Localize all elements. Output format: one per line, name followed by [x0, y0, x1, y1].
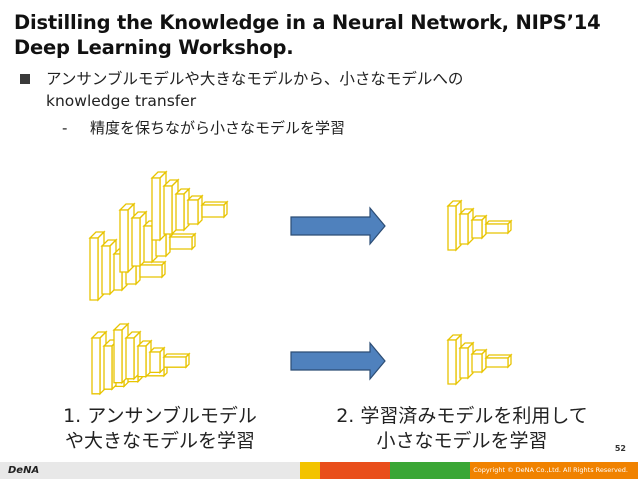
network-layer-block: [458, 207, 475, 246]
caption-step-2-line-1: 2. 学習済みモデルを利用して: [336, 405, 588, 427]
caption-step-1-line-2: や大きなモデルを学習: [64, 430, 255, 452]
caption-step-1: 1. アンサンブルモデル や大きなモデルを学習: [40, 404, 280, 454]
footer-bar-segment: [320, 462, 390, 479]
network-layers: [88, 170, 513, 396]
network-layer-block: [174, 187, 191, 232]
network-layer-block: [458, 341, 475, 380]
caption-step-2: 2. 学習済みモデルを利用して 小さなモデルを学習: [312, 404, 612, 454]
footer-bar-segment: [390, 462, 470, 479]
right-arrow-icon: [290, 206, 386, 246]
network-layer-block: [470, 214, 488, 240]
right-arrow-icon: [290, 341, 386, 381]
network-layer-block: [484, 353, 513, 369]
network-layer-block: [130, 210, 148, 268]
network-layer-block: [136, 339, 153, 379]
network-layer-block: [148, 346, 166, 374]
sub-bullet-dash: -: [62, 119, 68, 137]
network-layer-block: [200, 200, 229, 219]
sub-bullet-text: 精度を保ちながら小さなモデルを学習: [90, 119, 346, 137]
copyright-text: Copyright © DeNA Co.,Ltd. All Rights Res…: [473, 466, 628, 474]
network-layer-block: [162, 352, 191, 369]
bullet-text-line-1: アンサンブルモデルや大きなモデルから、小さなモデルへの: [46, 70, 464, 88]
network-layer-block: [186, 194, 204, 226]
slide-title: Distilling the Knowledge in a Neural Net…: [14, 10, 624, 60]
footer-bar: [0, 462, 638, 479]
network-layer-block: [100, 238, 118, 296]
bullet-text: アンサンブルモデルや大きなモデルから、小さなモデルへの knowledge tr…: [46, 68, 606, 112]
network-layer-block: [150, 170, 168, 242]
footer-bar-segment: [470, 462, 638, 479]
slide-title-line-1: Distilling the Knowledge in a Neural Net…: [14, 11, 601, 34]
square-bullet-icon: [20, 74, 30, 84]
slide-title-line-2: Deep Learning Workshop.: [14, 36, 294, 59]
caption-step-2-line-2: 小さなモデルを学習: [376, 430, 548, 452]
dena-logo: DeNA: [8, 465, 40, 476]
network-layer-block: [470, 348, 488, 374]
network-layer-block: [446, 333, 463, 386]
network-layer-block: [484, 219, 513, 235]
network-layer-block: [138, 260, 167, 279]
network-layer-block: [168, 232, 197, 251]
caption-step-1-line-1: 1. アンサンブルモデル: [63, 405, 257, 427]
page-number: 52: [614, 444, 626, 453]
footer-bar-segment: [0, 462, 300, 479]
network-layer-block: [446, 199, 463, 252]
bullet-text-line-2: knowledge transfer: [46, 92, 197, 110]
footer-bar-segment: [300, 462, 320, 479]
